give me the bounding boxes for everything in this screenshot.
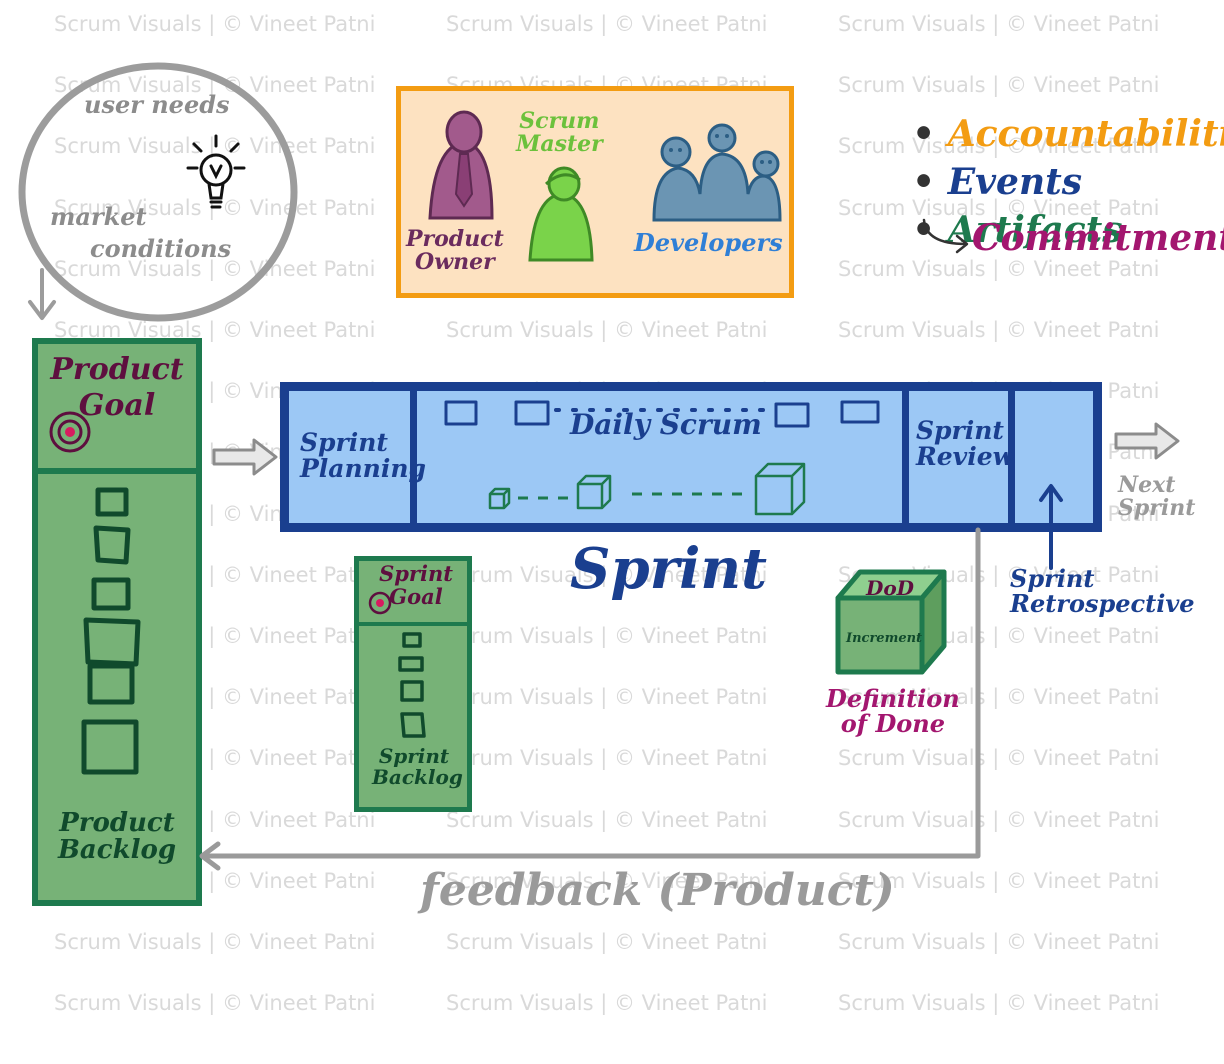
sprint-planning-label: Sprint Planning — [300, 428, 427, 484]
watermark-text: Scrum Visuals | © Vineet Patni — [838, 12, 1160, 36]
definition-of-done-label: Definition of Done — [826, 684, 960, 739]
dod-label: DoD — [866, 576, 915, 600]
pbi-3 — [91, 577, 131, 611]
scrum-master-label: Scrum Master — [516, 108, 603, 158]
retrospective-arrow — [1039, 484, 1063, 570]
scrum-master-figure — [528, 166, 594, 262]
sbi-3 — [400, 680, 424, 702]
sprint-divider-2 — [902, 390, 909, 524]
watermark-text: Scrum Visuals | © Vineet Patni — [446, 930, 768, 954]
pbi-6 — [81, 719, 139, 775]
pbi-1 — [95, 487, 129, 517]
product-goal-target-icon — [49, 411, 91, 453]
daily-scrum-square — [444, 400, 478, 426]
increment-cube — [835, 569, 947, 675]
product-backlog-label: Product Backlog — [57, 808, 177, 866]
feedback-label: feedback (Product) — [420, 865, 895, 916]
legend-artifacts-label: Artifacts — [947, 208, 1123, 251]
legend-commitments: Commitments — [972, 217, 1224, 259]
watermark-text: Scrum Visuals | © Vineet Patni — [838, 991, 1160, 1016]
watermark-text: Scrum Visuals | © Vineet Patni — [54, 930, 376, 954]
next-sprint-arrow — [1114, 422, 1180, 460]
legend-artifacts: • Artifacts — [912, 208, 1123, 251]
feedback-loop-arrow — [199, 527, 981, 871]
watermark-text: Scrum Visuals | © Vineet Patni — [838, 318, 1160, 342]
daily-scrum-square — [514, 400, 550, 426]
watermark-text: Scrum Visuals | © Vineet Patni — [446, 12, 768, 36]
watermark-text: Scrum Visuals | © Vineet Patni — [54, 991, 376, 1016]
sprint-review-label: Sprint Review — [916, 416, 1015, 472]
pbi-2 — [93, 525, 131, 565]
legend-accountabilities-label: Accountabilities — [947, 112, 1224, 155]
pbi-4 — [83, 617, 141, 667]
product-goal-divider — [38, 468, 196, 474]
sprint-retrospective-label: Sprint Retrospective — [1010, 564, 1195, 619]
pbi-5 — [87, 663, 135, 705]
backlog-to-sprint-arrow — [212, 438, 278, 476]
daily-scrum-square — [840, 400, 880, 424]
commitments-arrow — [922, 218, 969, 254]
sbi-2 — [398, 656, 424, 672]
daily-scrum-drawing — [444, 400, 880, 516]
sprint-backlog-items — [398, 632, 426, 738]
market-label: market — [50, 202, 147, 231]
sprint-bar — [280, 382, 1102, 532]
sprint-goal-target-icon — [368, 591, 392, 615]
watermark-text: Scrum Visuals | © Vineet Patni — [838, 930, 1160, 954]
developers-label: Developers — [634, 228, 783, 257]
next-sprint-label: Next Sprint — [1118, 472, 1196, 522]
sprint-backlog-label: Sprint Backlog — [372, 744, 463, 789]
watermark-text: Scrum Visuals | © Vineet Patni — [446, 318, 768, 342]
inputs-circle — [18, 62, 298, 322]
user-needs-label: user needs — [84, 90, 230, 119]
legend-events-label: Events — [947, 160, 1083, 203]
increment-cubes — [488, 462, 806, 516]
sprint-divider-1 — [410, 390, 417, 524]
legend-events: • Events — [912, 160, 1083, 203]
sprint-title: Sprint — [570, 536, 767, 602]
sprint-divider-3 — [1008, 390, 1015, 524]
lightbulb-icon — [186, 134, 246, 209]
daily-scrum-label: Daily Scrum — [570, 408, 762, 441]
product-owner-label: Product Owner — [406, 226, 504, 276]
sprint-goal-title: Sprint Goal — [379, 561, 453, 610]
daily-scrum-square — [774, 402, 810, 428]
watermark-text: Scrum Visuals | © Vineet Patni — [54, 12, 376, 36]
sbi-4 — [400, 712, 426, 738]
product-goal-title: Product Goal — [50, 352, 184, 423]
conditions-label: conditions — [90, 234, 232, 263]
product-backlog-items — [81, 487, 141, 775]
increment-label: Increment — [846, 631, 923, 646]
product-owner-figure — [428, 110, 494, 220]
watermark-text: Scrum Visuals | © Vineet Patni — [446, 991, 768, 1016]
sbi-1 — [402, 632, 422, 648]
sprint-goal-divider — [359, 622, 467, 626]
developers-figure — [652, 123, 782, 222]
legend-accountabilities: • Accountabilities — [862, 78, 1224, 191]
